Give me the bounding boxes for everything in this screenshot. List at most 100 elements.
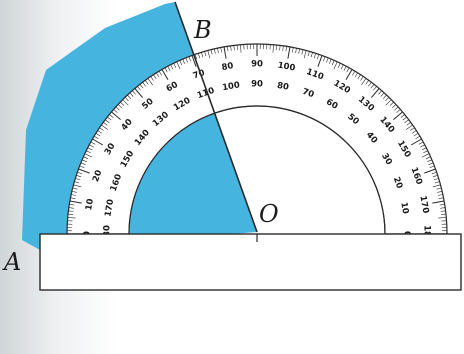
scale-tick: [352, 70, 356, 76]
scale-tick: [389, 101, 394, 106]
scale-tick: [220, 47, 222, 53]
scale-tick: [69, 204, 75, 206]
scale-tick: [76, 175, 82, 178]
scale-tick: [429, 165, 435, 168]
scale-tick: [81, 159, 87, 162]
inner-scale-label-10: 80: [276, 81, 289, 93]
scale-tick: [337, 63, 341, 68]
scale-tick: [438, 217, 447, 219]
scale-tick: [83, 156, 89, 160]
scale-tick: [346, 67, 350, 73]
scale-tick: [84, 153, 93, 158]
scale-tick: [145, 80, 149, 85]
scale-tick: [313, 53, 316, 59]
scale-tick: [210, 49, 213, 55]
scale-tick: [173, 63, 177, 68]
scale-tick: [93, 135, 99, 139]
scale-tick: [434, 181, 440, 184]
scale-tick: [378, 90, 382, 95]
scale-tick: [182, 58, 185, 64]
outer-scale-label-9: 90: [251, 60, 263, 70]
scale-tick: [413, 133, 419, 137]
scale-tick: [120, 101, 125, 106]
scale-tick: [117, 104, 122, 109]
inner-scale-label-16: 20: [391, 176, 404, 191]
scale-tick: [326, 57, 329, 63]
scale-tick: [371, 88, 380, 98]
scale-tick: [295, 48, 297, 54]
scale-tick: [380, 92, 385, 97]
scale-tick: [421, 147, 427, 151]
scale-tick: [122, 99, 129, 106]
scale-tick: [373, 86, 377, 91]
scale-tick: [331, 60, 335, 66]
scale-tick: [438, 197, 444, 199]
scale-tick: [368, 82, 372, 87]
scale-tick: [298, 48, 300, 54]
scale-tick: [412, 130, 417, 134]
scale-tick: [87, 147, 93, 151]
scale-tick: [77, 171, 83, 175]
inner-scale-label-1: 170: [103, 198, 116, 217]
scale-tick: [207, 50, 211, 59]
scale-tick: [436, 187, 442, 190]
scale-tick: [382, 94, 387, 99]
scale-tick: [137, 86, 141, 91]
scale-tick: [109, 114, 114, 118]
scale-tick: [132, 90, 136, 95]
scale-tick: [420, 144, 425, 148]
point-label-b: B: [193, 16, 212, 44]
scale-tick: [404, 119, 409, 123]
scale-tick: [115, 106, 120, 111]
scale-tick: [70, 197, 76, 199]
scale-tick: [188, 56, 191, 62]
scale-tick: [68, 210, 74, 212]
scale-tick: [279, 45, 281, 51]
scale-tick: [394, 106, 399, 111]
scale-tick: [301, 49, 304, 55]
scale-tick: [142, 82, 146, 87]
point-label-a: A: [2, 248, 21, 276]
scale-tick: [437, 191, 443, 193]
scale-tick: [307, 51, 310, 57]
scale-tick: [423, 150, 428, 154]
scale-tick: [303, 50, 307, 59]
scale-tick: [357, 74, 361, 79]
scale-tick: [103, 122, 108, 126]
scale-tick: [360, 76, 364, 81]
scale-tick: [316, 54, 320, 60]
scale-tick: [282, 45, 284, 51]
inner-scale-label-9: 90: [251, 80, 263, 90]
scale-tick: [439, 204, 445, 206]
point-label-o: O: [259, 200, 279, 228]
scale-tick: [201, 52, 204, 58]
scale-tick: [227, 46, 229, 52]
scale-tick: [323, 56, 326, 62]
scale-tick: [428, 162, 434, 165]
scale-tick: [194, 54, 198, 60]
protractor-ticks: [66, 43, 448, 235]
outer-scale-label-10: 100: [277, 61, 296, 74]
scale-tick: [437, 194, 443, 196]
scale-tick: [80, 162, 86, 165]
scale-tick: [113, 109, 118, 113]
scale-tick: [198, 53, 201, 59]
scale-tick: [89, 144, 94, 148]
scale-tick: [74, 181, 80, 184]
scale-tick: [111, 111, 121, 120]
scale-tick: [354, 72, 358, 78]
scale-tick: [86, 150, 91, 154]
scale-tick: [67, 213, 74, 215]
scale-tick: [105, 119, 110, 123]
scale-tick: [310, 52, 313, 58]
angle-region-inner: [129, 115, 257, 234]
scale-tick: [292, 47, 294, 53]
scale-tick: [329, 58, 332, 64]
outer-scale-label-1: 10: [84, 198, 96, 211]
scale-tick: [164, 67, 168, 73]
scale-tick: [410, 127, 415, 131]
scale-tick: [167, 66, 171, 71]
scale-tick: [147, 78, 153, 86]
outer-scale-label-2: 20: [91, 169, 104, 184]
